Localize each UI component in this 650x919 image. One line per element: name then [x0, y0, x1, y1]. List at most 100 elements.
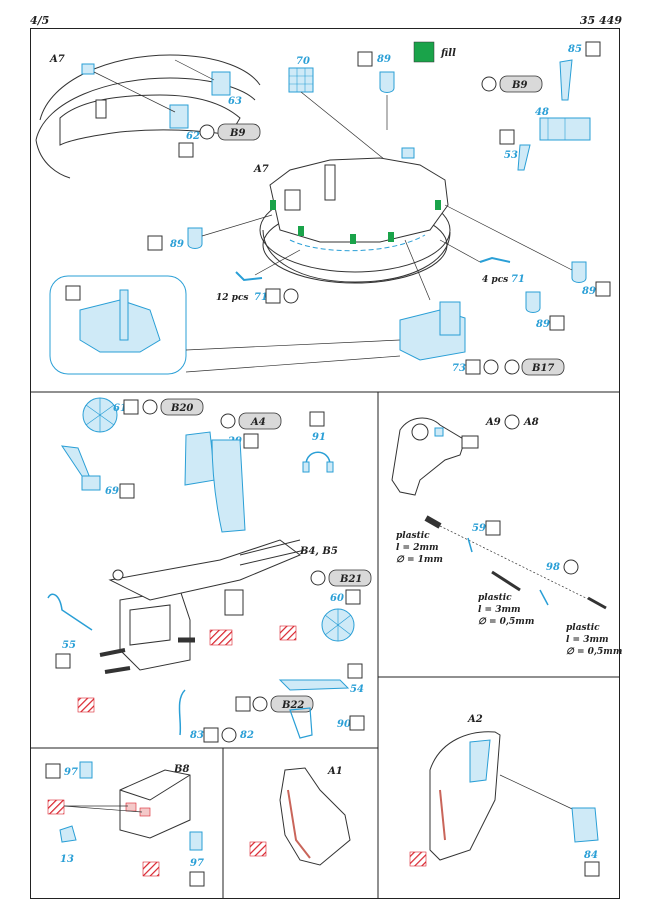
part-53 — [517, 144, 531, 171]
note-4-pcs: 4 pcs — [482, 275, 508, 285]
plastic1-title: plastic — [396, 531, 430, 541]
part-55 — [47, 593, 93, 631]
label-a7-left: A7 — [49, 54, 65, 65]
part-69 — [60, 445, 101, 491]
note-12-pcs: 12 pcs — [216, 293, 249, 303]
paint-red-icon — [249, 841, 267, 857]
yin-yang-icon — [563, 559, 579, 575]
bend-icon — [485, 520, 501, 536]
plastic3-length: l = 3mm — [566, 635, 609, 645]
plastic3-title: plastic — [566, 623, 600, 633]
num-83: 83 — [190, 730, 204, 741]
bend-icon — [347, 663, 363, 679]
bend-icon — [123, 399, 139, 415]
instruction-frame — [30, 28, 620, 899]
label-a8: A8 — [523, 417, 539, 428]
bend-icon — [203, 727, 219, 743]
ref-b17-label: B17 — [531, 363, 554, 374]
plastic-rod-3 — [587, 596, 607, 610]
label-a2: A2 — [467, 714, 483, 725]
part-89-right-a — [571, 261, 587, 283]
bend-icon — [595, 281, 611, 297]
num-71-right: 71 — [511, 274, 525, 285]
part-48 — [539, 117, 591, 141]
part-13 — [59, 825, 77, 843]
b8-box — [119, 769, 191, 839]
num-48: 48 — [535, 107, 549, 118]
label-a1: A1 — [327, 766, 343, 777]
bend-icon — [357, 51, 373, 67]
bend-icon — [309, 411, 325, 427]
ref-b9-left-label: B9 — [229, 128, 245, 139]
part-98 — [539, 589, 549, 606]
ref-b22: B22 — [235, 695, 314, 713]
bend-icon — [499, 129, 515, 145]
num-61: 61 — [113, 403, 127, 414]
part-97-top — [79, 761, 93, 779]
part-71-left — [235, 271, 263, 282]
bend-icon — [178, 142, 194, 158]
kit-code: 35 449 — [579, 14, 622, 27]
num-82: 82 — [240, 730, 254, 741]
yin-yang-icon — [504, 414, 520, 430]
num-73: 73 — [452, 363, 466, 374]
part-89-right-b — [525, 291, 541, 313]
num-98: 98 — [546, 562, 560, 573]
num-89-right-b: 89 — [536, 319, 550, 330]
ref-b17: B17 — [504, 358, 565, 376]
fill-legend: fill — [413, 41, 456, 63]
ref-b22-label: B22 — [281, 700, 304, 711]
bend-icon — [243, 433, 259, 449]
num-91: 91 — [312, 432, 326, 443]
part-97-bottom — [189, 831, 203, 851]
num-13: 13 — [60, 854, 74, 865]
num-84: 84 — [584, 850, 598, 861]
num-70: 70 — [296, 56, 310, 67]
part-59 — [467, 537, 473, 553]
num-97-top: 97 — [64, 767, 78, 778]
bend-icon — [465, 359, 481, 375]
plastic1-diameter: ∅ = 1mm — [396, 555, 443, 565]
bend-icon — [549, 315, 565, 331]
label-a7-main: A7 — [253, 164, 269, 175]
ref-b21-label: B21 — [339, 574, 362, 585]
ref-b9-right-label: B9 — [511, 80, 527, 91]
part-89-top — [379, 71, 395, 93]
part-73 — [399, 301, 466, 361]
num-89-top: 89 — [377, 54, 391, 65]
plastic2-title: plastic — [478, 593, 512, 603]
paint-red-icon — [142, 861, 160, 877]
num-89-left: 89 — [170, 239, 184, 250]
label-a9: A9 — [485, 417, 501, 428]
plastic1-length: l = 2mm — [396, 543, 439, 553]
part-91 — [302, 451, 334, 473]
turret-ring-main — [259, 147, 451, 284]
ref-b20-label: B20 — [170, 403, 193, 414]
paint-red-icon — [77, 697, 95, 713]
num-59: 59 — [472, 523, 486, 534]
paint-red-icon — [279, 625, 297, 641]
part-83 — [178, 689, 186, 736]
num-97-bottom: 97 — [190, 858, 204, 869]
plastic3-diameter: ∅ = 0,5mm — [566, 647, 622, 657]
label-b8: B8 — [173, 764, 189, 775]
part-54 — [278, 679, 350, 691]
num-85: 85 — [568, 44, 582, 55]
plastic2-length: l = 3mm — [478, 605, 521, 615]
num-55: 55 — [62, 640, 76, 651]
a2-shield — [429, 731, 501, 861]
fill-label: fill — [440, 48, 456, 59]
yin-yang-icon — [283, 288, 299, 304]
detail-callout — [49, 275, 401, 375]
plastic-tube-1 — [424, 515, 442, 529]
yin-yang-icon — [221, 727, 237, 743]
plastic2-diameter: ∅ = 0,5mm — [478, 617, 534, 627]
page-number: 4/5 — [30, 14, 50, 27]
bend-icon — [189, 871, 205, 887]
part-71-right — [479, 256, 511, 263]
ref-a4: A4 — [220, 412, 282, 430]
bend-icon — [147, 235, 163, 251]
bend-icon — [584, 861, 600, 877]
fill-swatch — [413, 41, 435, 63]
num-62: 62 — [186, 131, 200, 142]
